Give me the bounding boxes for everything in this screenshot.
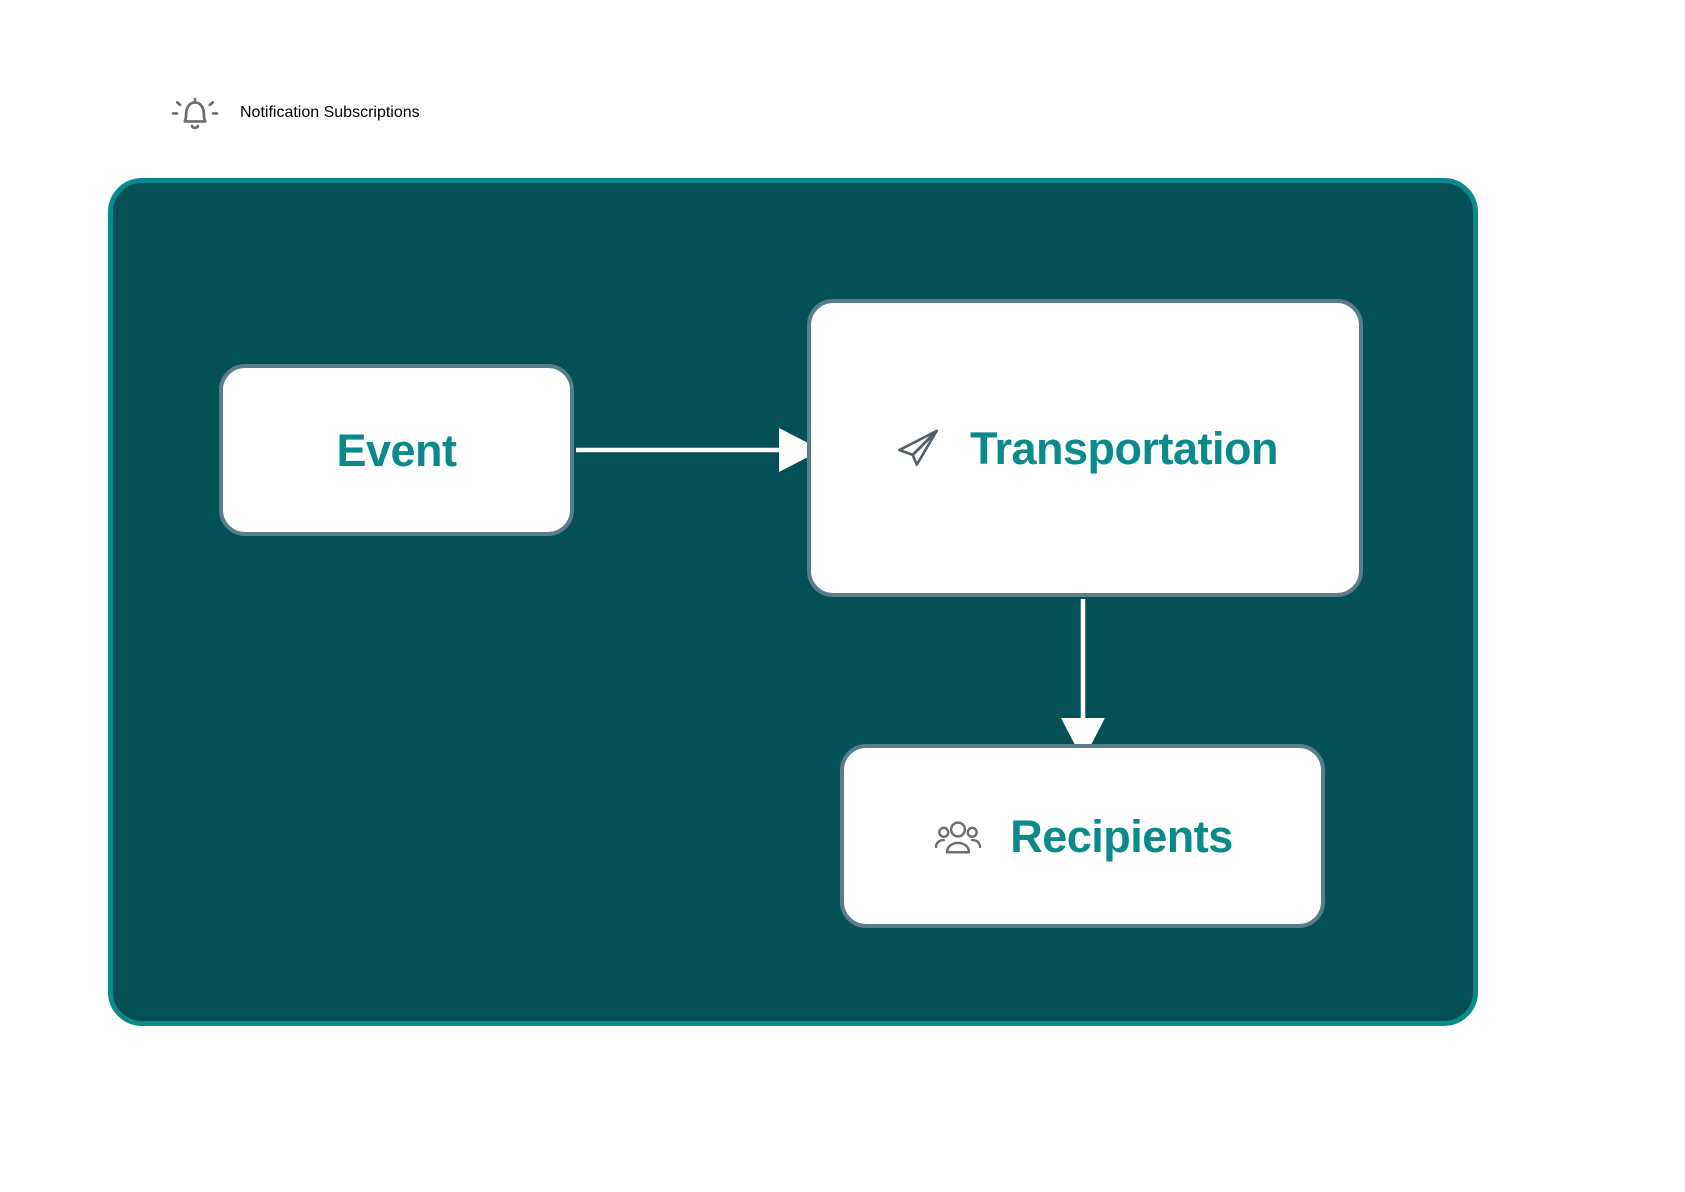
node-event-label: Event <box>336 424 457 476</box>
bell-ringing-icon <box>171 97 219 130</box>
node-transportation[interactable]: Transportation <box>807 299 1363 597</box>
node-recipients-label: Recipients <box>1010 810 1233 862</box>
node-transportation-label: Transportation <box>969 422 1279 474</box>
diagram-panel: Event Transportation Recipients <box>108 178 1478 1026</box>
users-group-icon <box>935 821 982 854</box>
node-event[interactable]: Event <box>219 364 574 536</box>
page-title: Notification Subscriptions <box>240 104 420 121</box>
page-header: Notification Subscriptions <box>168 78 420 148</box>
node-recipients[interactable]: Recipients <box>840 744 1325 928</box>
paper-plane-icon <box>897 429 938 466</box>
